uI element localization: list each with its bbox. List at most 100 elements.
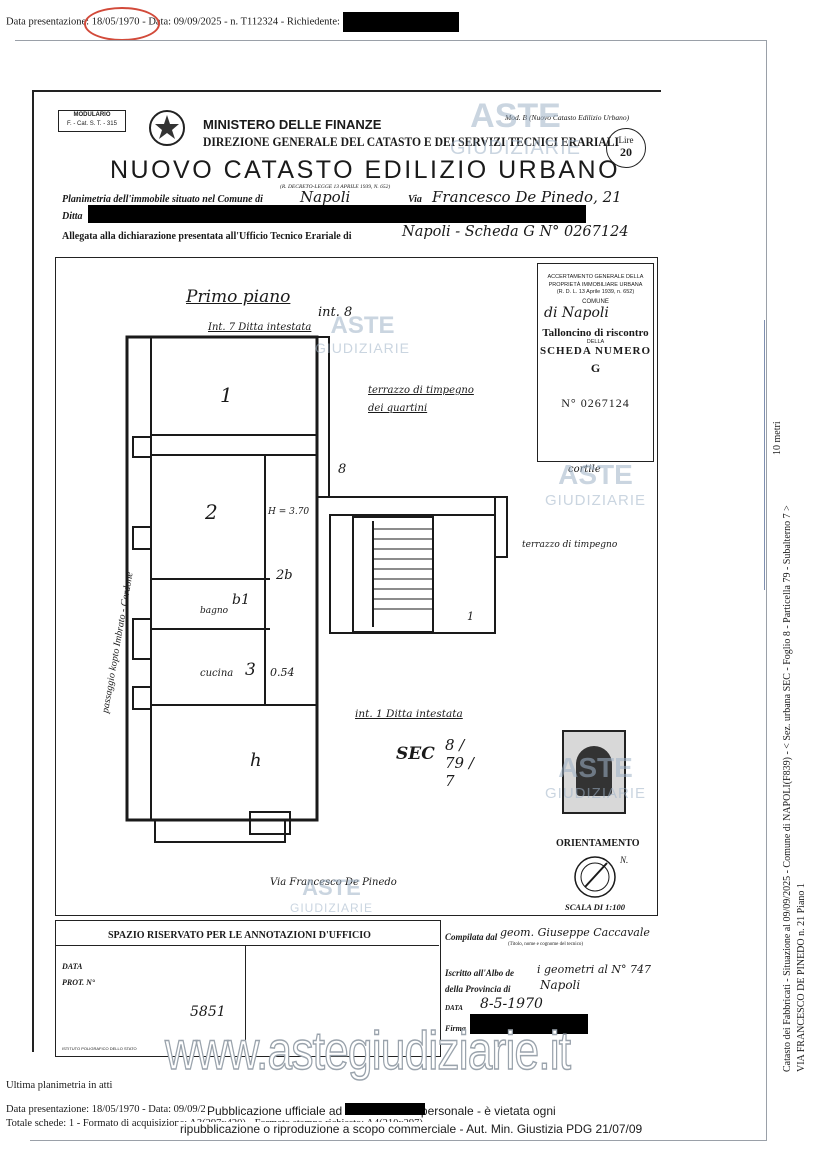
wm-giud-2: GIUDIZIARIE: [315, 340, 411, 356]
scala-label: SCALA DI 1:100: [565, 902, 625, 912]
compass-arrow-icon: [584, 862, 608, 888]
highlight-circle: [84, 7, 160, 41]
modulario-label: MODULARIO: [73, 112, 111, 118]
pier-2: [132, 526, 152, 550]
redacted-ditta: [88, 205, 586, 223]
via-label: Via: [408, 194, 422, 205]
mod-b: Mod. B (Nuovo Catasto Edilizio Urbano): [505, 113, 630, 122]
annot-divider: [55, 945, 439, 946]
compilata-sub: (Titolo, nome e cognome del tecnico): [508, 942, 584, 947]
form-title: NUOVO CATASTO EDILIZIO URBANO: [110, 156, 621, 184]
redacted-firma: [470, 1014, 588, 1034]
redacted-richiedente: [342, 12, 459, 32]
ditta-label: Ditta: [62, 211, 83, 222]
stamp-line2: (R. D. L. 13 Aprile 1939, n. 652): [556, 289, 635, 295]
frame-right: [766, 40, 767, 1140]
lire-value: 20: [620, 145, 632, 159]
wm-aste-2: ASTE: [330, 312, 395, 339]
compilata-label: Compilata dal: [445, 932, 498, 942]
footer-line1: Data presentazione: 18/05/1970 - Data: 0…: [6, 1104, 340, 1115]
lire-label: Lire: [618, 135, 634, 145]
annot-num: 5851: [190, 1004, 226, 1020]
stamp-numero: N° 0267124: [561, 396, 630, 410]
orientamento-label: ORIENTAMENTO: [556, 838, 640, 849]
frame-bottom: [30, 1140, 767, 1141]
lire-badge: Lire 20: [606, 128, 646, 168]
right-pier: [494, 496, 508, 558]
annot-vert: [245, 945, 246, 1055]
room-height: H = 3.70: [268, 507, 310, 517]
redacted-footer: [345, 1103, 425, 1115]
ministry: MINISTERO DELLE FINANZE: [203, 117, 382, 132]
footer-pub2: ripubblicazione o riproduzione a scopo c…: [178, 1122, 645, 1136]
stamp-talloncino: Talloncino di riscontro: [542, 327, 649, 339]
scale-label: 10 metri: [772, 421, 783, 455]
stamp-scheda-numero: SCHEDA NUMERO: [539, 345, 652, 357]
seal-stamp: [562, 730, 626, 814]
firma-data-label: DATA: [445, 1004, 463, 1012]
annot-box: [55, 920, 441, 1057]
bottom-step: [154, 820, 286, 843]
footer-ultima: Ultima planimetria in atti: [6, 1080, 113, 1091]
int8-label: int. 8: [318, 305, 353, 320]
room-2: 2: [205, 500, 218, 524]
pier-3: [132, 618, 152, 660]
room-054: 0.54: [270, 666, 295, 679]
side-line2: VIA FRANCESCO DE PINEDO n. 21 Piano 1: [796, 883, 807, 1072]
wm-giud-1: GIUDIZIARIE: [450, 137, 582, 159]
annot-prot: PROT. N°: [62, 978, 96, 987]
seal-image-icon: [576, 746, 612, 796]
stamp-della: DELLA: [586, 339, 605, 345]
wm-giud-5: GIUDIZIARIE: [290, 901, 374, 915]
allegata-label: Allegata alla dichiarazione presentata a…: [62, 231, 352, 242]
terrazzo2-label: terrazzo di timpegno: [522, 540, 618, 550]
mark-8: 8: [338, 462, 347, 477]
bagno-label: bagno: [200, 606, 229, 616]
stamp-comune-value: di Napoli: [544, 305, 609, 321]
stamp-box: ACCERTAMENTO GENERALE DELLA PROPRIETÀ IM…: [537, 263, 654, 462]
wm-aste-3: ASTE: [558, 459, 633, 490]
terrazzo-label: terrazzo di timpegno dei quartini: [368, 385, 474, 414]
stamp-comune-label: COMUNE: [582, 299, 609, 305]
pier-4: [132, 686, 152, 710]
iscritto-label: Iscritto all'Albo de: [445, 968, 515, 978]
terrace-wall: [316, 336, 330, 498]
primo-piano: Primo piano: [186, 287, 291, 307]
sec-label: SEC: [396, 744, 435, 764]
comune-value: Napoli: [300, 188, 351, 206]
compass-inner: [580, 862, 610, 892]
iscritto-value: i geometri al N° 747: [537, 963, 652, 976]
firma-label: Firma: [445, 1024, 466, 1033]
emblem-icon: [149, 110, 185, 146]
header-rest: Data: 09/09/2025 - n. T112324 - Richiede…: [148, 16, 340, 28]
watermark-site: www.astegiudiziarie.it: [164, 1020, 571, 1082]
header-line: Data presentazione: 18/05/1970 - Data: 0…: [6, 12, 459, 32]
stair-core: [352, 516, 434, 633]
via-bottom-label: Via Francesco De Pinedo: [270, 877, 397, 888]
scale-bar: [764, 320, 765, 590]
int7-label: Int. 7 Ditta intestata: [208, 322, 312, 333]
north-label: N.: [620, 855, 629, 865]
side-line1: Catasto dei Fabbricati - Situazione al 0…: [782, 505, 793, 1072]
annot-istituto: ISTITUTO POLIGRAFICO DELLO STATO: [62, 1046, 137, 1051]
room-b1: b1: [232, 592, 250, 608]
decree: (R. DECRETO-LEGGE 13 APRILE 1939, N. 652…: [280, 184, 391, 190]
frame-top: [15, 40, 767, 41]
room-2b: 2b: [276, 568, 293, 583]
floor-plan: [125, 335, 616, 898]
allegata-value: Napoli - Scheda G N° 0267124: [402, 224, 629, 240]
stair-treads: [373, 528, 433, 610]
stamp-letter: G: [590, 361, 601, 375]
plan-frame: [55, 257, 658, 916]
compass-outer: [574, 856, 616, 898]
modulario-box: MODULARIO F. - Cat. S. T. - 315: [58, 110, 126, 132]
wm-aste-5: ASTE: [302, 875, 361, 900]
directorate: DIREZIONE GENERALE DEL CATASTO E DEI SER…: [203, 135, 620, 149]
room-3: 3: [245, 660, 256, 680]
stamp-line1: ACCERTAMENTO GENERALE DELLA PROPRIETÀ IM…: [547, 274, 644, 288]
header-prefix: Data presentazione:: [6, 16, 90, 28]
cortile-label: cortile: [568, 464, 601, 475]
